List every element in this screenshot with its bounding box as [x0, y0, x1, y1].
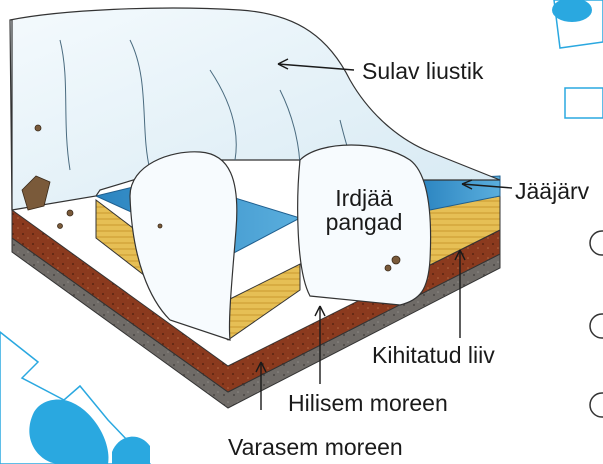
label-melting-glacier: Sulav liustik — [362, 60, 483, 83]
label-dead-ice-blocks: Irdjää pangad — [318, 186, 410, 234]
label-dead-ice-line2: pangad — [318, 210, 410, 234]
label-earlier-moraine: Varasem moreen — [228, 436, 403, 459]
label-later-moraine: Hilisem moreen — [288, 392, 448, 415]
decorative-cyan-rocks — [0, 332, 150, 464]
label-dead-ice-line1: Irdjää — [318, 186, 410, 210]
label-layered-sand: Kihitatud liiv — [372, 344, 495, 367]
decorative-cyan-shapes — [552, 0, 603, 417]
melting-glacier — [10, 8, 500, 210]
label-glacial-lake: Jääjärv — [515, 180, 589, 203]
